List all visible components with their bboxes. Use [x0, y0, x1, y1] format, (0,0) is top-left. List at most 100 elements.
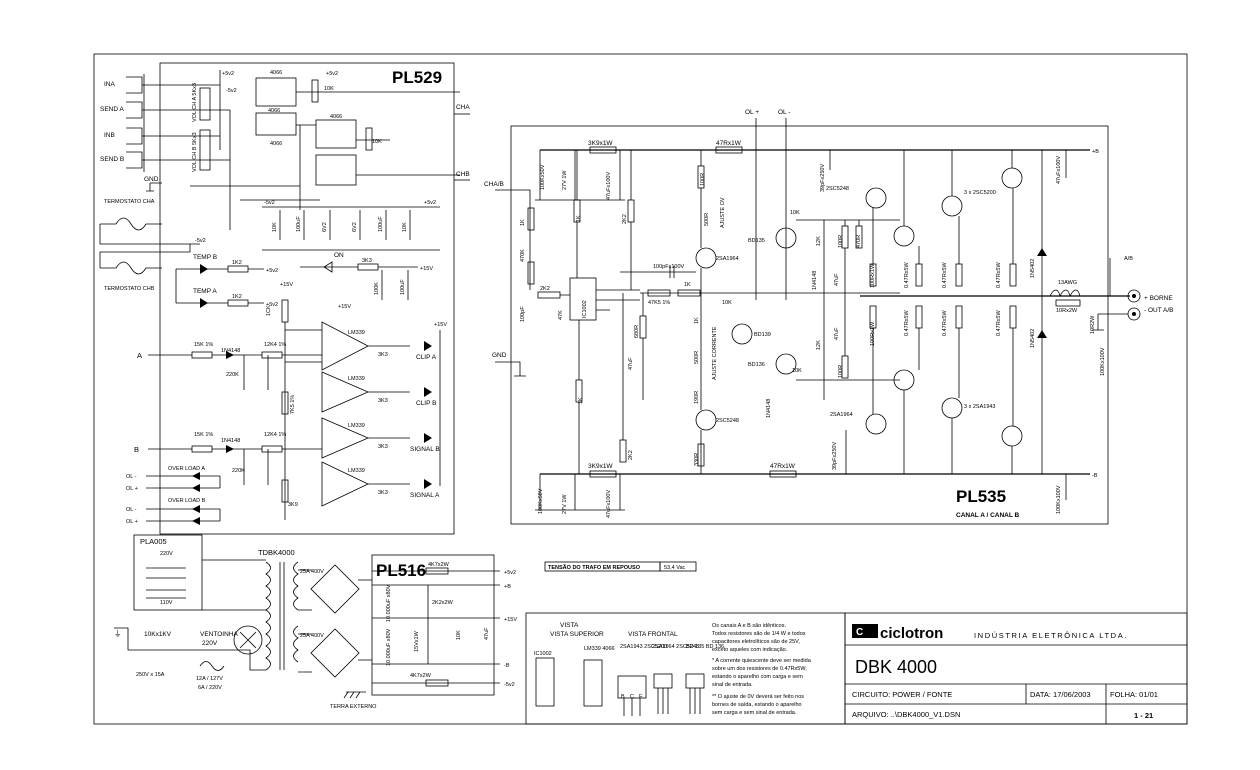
cap-5: 100uF [378, 216, 384, 232]
brand-name: ciclotron [880, 625, 943, 642]
r047-6: 0.47Rx5W [996, 310, 1002, 336]
q-bd135-label: BD135 [748, 238, 765, 244]
d1n5402-2: 1N5402 [1030, 329, 1036, 348]
input-a-chain: A 15K 1% 1N4148 220K 12K4 1% [137, 342, 322, 390]
fan-label: VENTOINHA [200, 631, 238, 638]
legend-trans2: 2SA1964 2SC5248 [652, 644, 699, 650]
lm339-2: LM339 [348, 376, 365, 382]
c47u-drv2: 47uF [834, 327, 840, 340]
company-name: INDÚSTRIA ELETRÔNICA LTDA. [974, 631, 1128, 640]
note-2: capacitores eletrolíticos são de 25V, [712, 639, 800, 645]
model-name: DBK 4000 [855, 657, 937, 677]
c100k-out-bot: 100Kx100V [1056, 485, 1062, 514]
r10k-mid: 10K [722, 300, 732, 306]
bridge-1-label: 25A 400V [300, 569, 324, 575]
ciclotron-logo-icon [852, 624, 878, 638]
r330r: 330R [694, 453, 700, 466]
q-bd139 [731, 323, 753, 345]
borne-plus-label: + BORNE [1144, 295, 1173, 302]
q-2sa1964-label: 2SA1964 [716, 256, 739, 262]
note-7: sinal de entrada. [712, 682, 753, 688]
logo-mark: C [856, 627, 863, 638]
ol-plus-a: OL + [126, 486, 138, 492]
r12k-2: 12K [816, 340, 822, 350]
r1k-bias: 1K [694, 317, 700, 324]
awg13: 13AWG [1058, 280, 1077, 286]
pot-500r-bias: 500R [694, 351, 700, 364]
pl535-outline [510, 125, 1109, 525]
pl516-label: PL516 [376, 561, 426, 580]
ic1002-pkg [535, 657, 555, 707]
svg-text:+15V: +15V [420, 266, 433, 272]
note-0: Os canais A e B são idênticos. [712, 623, 786, 629]
pl529-board: PL529 INA SEND A INB SEND B GND VOL CH A… [99, 62, 470, 535]
comparators: LM339 LM339 LM339 LM339 3K3 3K3 3K3 3K3 … [266, 282, 447, 520]
r12k4-a: 12K4 1% [264, 342, 286, 348]
tag-p15v: +15V [504, 617, 517, 623]
jack-ina-label: INA [104, 81, 116, 88]
tag-mb: -B [504, 663, 510, 669]
tension-label: TENSÃO DO TRAFO EM REPOUSO [548, 564, 641, 571]
led-clip-a: CLIP A [416, 354, 437, 361]
c47u-bot: 47uFx100V [606, 490, 612, 518]
r47r-bot: 47Rx1W [770, 463, 796, 470]
d1n5402-1: 1N5402 [1030, 259, 1036, 278]
r100r-2: 100R [838, 365, 844, 378]
r10r2w: 10R2W [1090, 315, 1096, 334]
ic1002-body [569, 277, 597, 321]
note-6: estando o aparelho com carga e sem [712, 674, 803, 680]
therm-cha-1: TERMOSTATO CHA [104, 199, 155, 205]
ic1002-label: IC1002 [582, 300, 588, 318]
therm-chb-1: TERMOSTATO CHB [104, 286, 155, 292]
fuse-220v: 6A / 220V [198, 685, 222, 691]
q-bd136-label: BD136 [748, 362, 765, 368]
pin-b: B [621, 694, 625, 700]
r047-5: 0.47Rx5W [996, 262, 1002, 288]
tension-value: 53,4 Vac [664, 565, 686, 571]
r4k7-top: 4K7x2W [428, 562, 450, 568]
led-clip-b: CLIP B [416, 400, 436, 407]
on-led: ON 3K3 +15V [300, 252, 433, 273]
c47u-out-top: 47uFx100V [1056, 156, 1062, 184]
r220k-a: 220K [226, 372, 239, 378]
overload-a-label: OVER LOAD A [168, 466, 205, 472]
r220k-b: 220K [232, 468, 245, 474]
pin-c: C [630, 694, 634, 700]
r3k9: 3K9 [288, 502, 298, 508]
input-chab: CHA/B [484, 181, 504, 188]
tag-ab: A/B [1124, 256, 1133, 262]
svg-text:+5v2: +5v2 [424, 200, 436, 206]
rail-ol-minus: OL - [778, 109, 790, 116]
input-jacks: INA SEND A INB SEND B GND [100, 74, 162, 192]
terra-externo: TERRA EXTERNO [330, 704, 377, 710]
jack-sendb-label: SEND B [100, 156, 124, 163]
lm339-3: LM339 [348, 423, 365, 429]
out-chb: CHB [456, 171, 470, 178]
c47u-pl516: 47uF [484, 627, 490, 640]
r2k2x2w: 2K2x2W [432, 600, 454, 606]
lm339-4: LM339 [348, 468, 365, 474]
tag-minus-b: -B [1092, 473, 1098, 479]
tension-box: TENSÃO DO TRAFO EM REPOUSO 53,4 Vac [544, 561, 697, 572]
r1k-mid: 1K [684, 282, 691, 288]
legend-trans3: BD 135 BD 136 [686, 644, 724, 650]
tag-plus-b: +B [1092, 149, 1099, 155]
date-label: DATA: 17/06/2003 [1030, 690, 1091, 699]
legend-trans1: 2SA1943 2SC5200 [620, 644, 667, 650]
cap-7: 100K [374, 282, 380, 295]
legend-notes: Os canais A e B são idênticos. Todos res… [712, 623, 812, 716]
sup-p5v2-b: +5v2 [326, 71, 338, 77]
svg-text:+5v2: +5v2 [266, 268, 278, 274]
r1k-in: 1K [520, 219, 526, 226]
r1k2-a: 1K2 [232, 294, 242, 300]
pl535-label: PL535 [956, 487, 1006, 506]
r10k-pl516: 10K [456, 630, 462, 640]
r12k4-b: 12K4 1% [264, 432, 286, 438]
c100pf-mid: 100pFx100V [653, 264, 685, 270]
sup-p5v2-a: +5v2 [222, 71, 234, 77]
plug-icon: ⏚ [114, 629, 122, 638]
pla-220v: 220V [160, 551, 173, 557]
pl529-label: PL529 [392, 68, 442, 87]
note-9: bornes de saída, estando o aparelho [712, 702, 802, 708]
